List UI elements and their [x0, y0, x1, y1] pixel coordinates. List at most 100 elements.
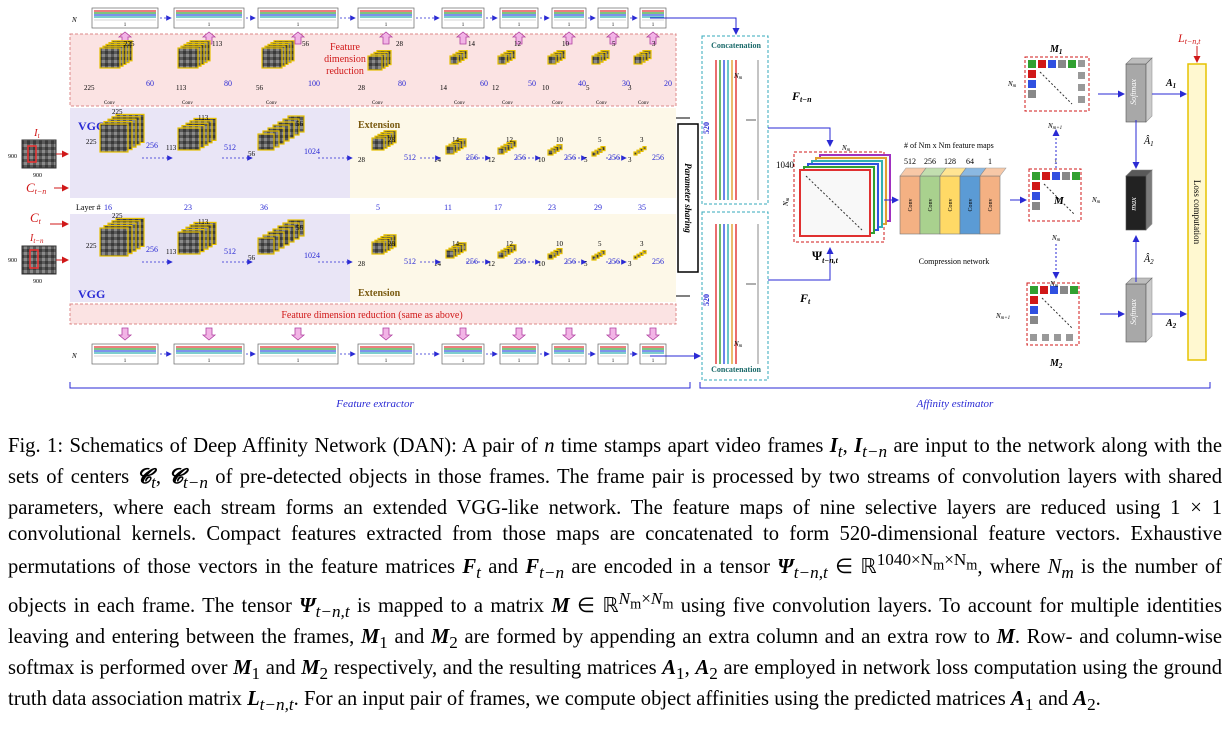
conv-slice [177, 127, 201, 151]
input-size-top-left: 900 [8, 154, 17, 160]
param-sharing-label: Parameter sharing [683, 163, 693, 233]
layer-number: 16 [104, 203, 112, 212]
ext-channel-label: 256 [608, 153, 620, 162]
nm-strip-label: N [71, 352, 77, 360]
reduce-size-label: 225 [84, 84, 95, 92]
matrix-extra-cell [1054, 334, 1061, 341]
matrix-cell [1052, 172, 1060, 180]
strip-index: 1 [652, 23, 655, 28]
ext-size-label: 12 [488, 156, 496, 164]
matrix-cell [1032, 182, 1040, 190]
concat-bottom-panel [701, 211, 769, 381]
reduce-channel-label: 100 [308, 79, 320, 88]
ext-channel-label: 256 [514, 153, 526, 162]
matrix-cell [1028, 70, 1036, 78]
conv-label: Conv [182, 101, 193, 106]
max-block-side [1145, 169, 1153, 231]
f-bottom-label: Ft [799, 291, 811, 306]
input-size-top-bottom: 900 [33, 173, 42, 179]
reduce-slice [177, 47, 199, 69]
input-bbox-bottom [29, 249, 39, 269]
ext-channel-label: 256 [514, 257, 526, 266]
nm-concat-top: Nm [733, 72, 743, 81]
conv-label: Conv [502, 101, 513, 106]
reduce-channel-label: 40 [578, 79, 586, 88]
loss-label: Lt−n,t [1177, 31, 1201, 46]
param-sharing-box [677, 123, 699, 273]
conv-slice [99, 123, 129, 153]
ext-channel-label: 256 [466, 257, 478, 266]
matrix-cell [1048, 60, 1056, 68]
matrix-cell [1038, 60, 1046, 68]
nm-m1-bottom: Nm+1 [1047, 122, 1062, 131]
layer-number: 35 [638, 203, 646, 212]
matrix-extra-cell [1078, 84, 1085, 91]
ext-size-label: 3 [628, 260, 632, 268]
conv-slice [99, 227, 129, 257]
conv-slice [445, 145, 455, 155]
reduce-size-label: 10 [562, 40, 570, 48]
vgg-top-label: VGG [78, 119, 105, 133]
matrix-cell [1060, 286, 1068, 294]
fdr-label-line1: Feature [330, 42, 361, 53]
reduce-size-label: 28 [396, 40, 404, 48]
conv-slice [633, 151, 638, 156]
conv-label: Conv [552, 101, 563, 106]
affinity-matrices [1024, 56, 1090, 346]
ext-channel-label: 256 [564, 153, 576, 162]
tensor-diagonal [805, 175, 863, 231]
concat-vectors [715, 60, 759, 364]
dim-label: 56 [248, 254, 256, 262]
vgg-bottom-label: VGG [78, 287, 105, 301]
nm-m1-left: Nm [1007, 80, 1017, 89]
dim-label: 113 [198, 114, 209, 122]
f-top-label: Ft−n [791, 89, 812, 104]
ext-bottom-region [350, 214, 676, 302]
a2-label: A2 [1165, 318, 1177, 330]
layer-number: 5 [376, 203, 380, 212]
reduce-channel-label: 60 [146, 79, 154, 88]
ext-size-label: 12 [506, 136, 514, 144]
compression-channel: 256 [924, 157, 936, 166]
ext-size-label: 12 [506, 240, 514, 248]
a1-label: A1 [1165, 78, 1176, 90]
affinity-estimator-bracket [699, 382, 1211, 389]
top-strips-to-concat-arrow [650, 17, 740, 35]
reduce-size-label: 113 [212, 40, 223, 48]
centers-bottom-label: Ct [30, 210, 42, 226]
strip-index: 1 [652, 359, 655, 364]
strip-index: 1 [385, 359, 388, 364]
pink-arrow [645, 327, 661, 341]
ext-size-label: 10 [556, 240, 564, 248]
fdr-bottom-label: Feature dimension reduction (same as abo… [281, 310, 462, 321]
strip-index: 1 [208, 359, 211, 364]
matrix-cell [1028, 80, 1036, 88]
matrix-cell [1070, 286, 1078, 294]
input-frame-top [21, 139, 57, 169]
pink-arrow [201, 327, 217, 341]
nm-strip-label: N [71, 16, 77, 24]
dim-label: 225 [112, 108, 123, 116]
ext-size-label: 3 [628, 156, 632, 164]
dim-label: 225 [86, 138, 97, 146]
softmax-top-block-side [1145, 57, 1153, 123]
ext-size-label: 28 [388, 240, 396, 248]
reduce-channel-label: 60 [480, 79, 488, 88]
ext-channel-label: 512 [404, 257, 416, 266]
matrix-cell [1028, 60, 1036, 68]
conv-slice [633, 255, 638, 260]
channel-label: 512 [224, 247, 236, 256]
compression-conv-label: Conv [948, 198, 954, 211]
dim-label: 113 [198, 218, 209, 226]
pink-arrow [605, 31, 621, 45]
matrix-diagonal [1041, 297, 1073, 329]
layer-number: 23 [548, 203, 556, 212]
layer-number: 36 [260, 203, 268, 212]
ext-channel-label: 256 [466, 153, 478, 162]
extension-top-label: Extension [358, 120, 401, 131]
matrix-diagonal [1039, 71, 1073, 105]
concat-top-panel [701, 35, 769, 205]
reduce-size-label: 5 [586, 84, 590, 92]
matrix-cell [1030, 306, 1038, 314]
